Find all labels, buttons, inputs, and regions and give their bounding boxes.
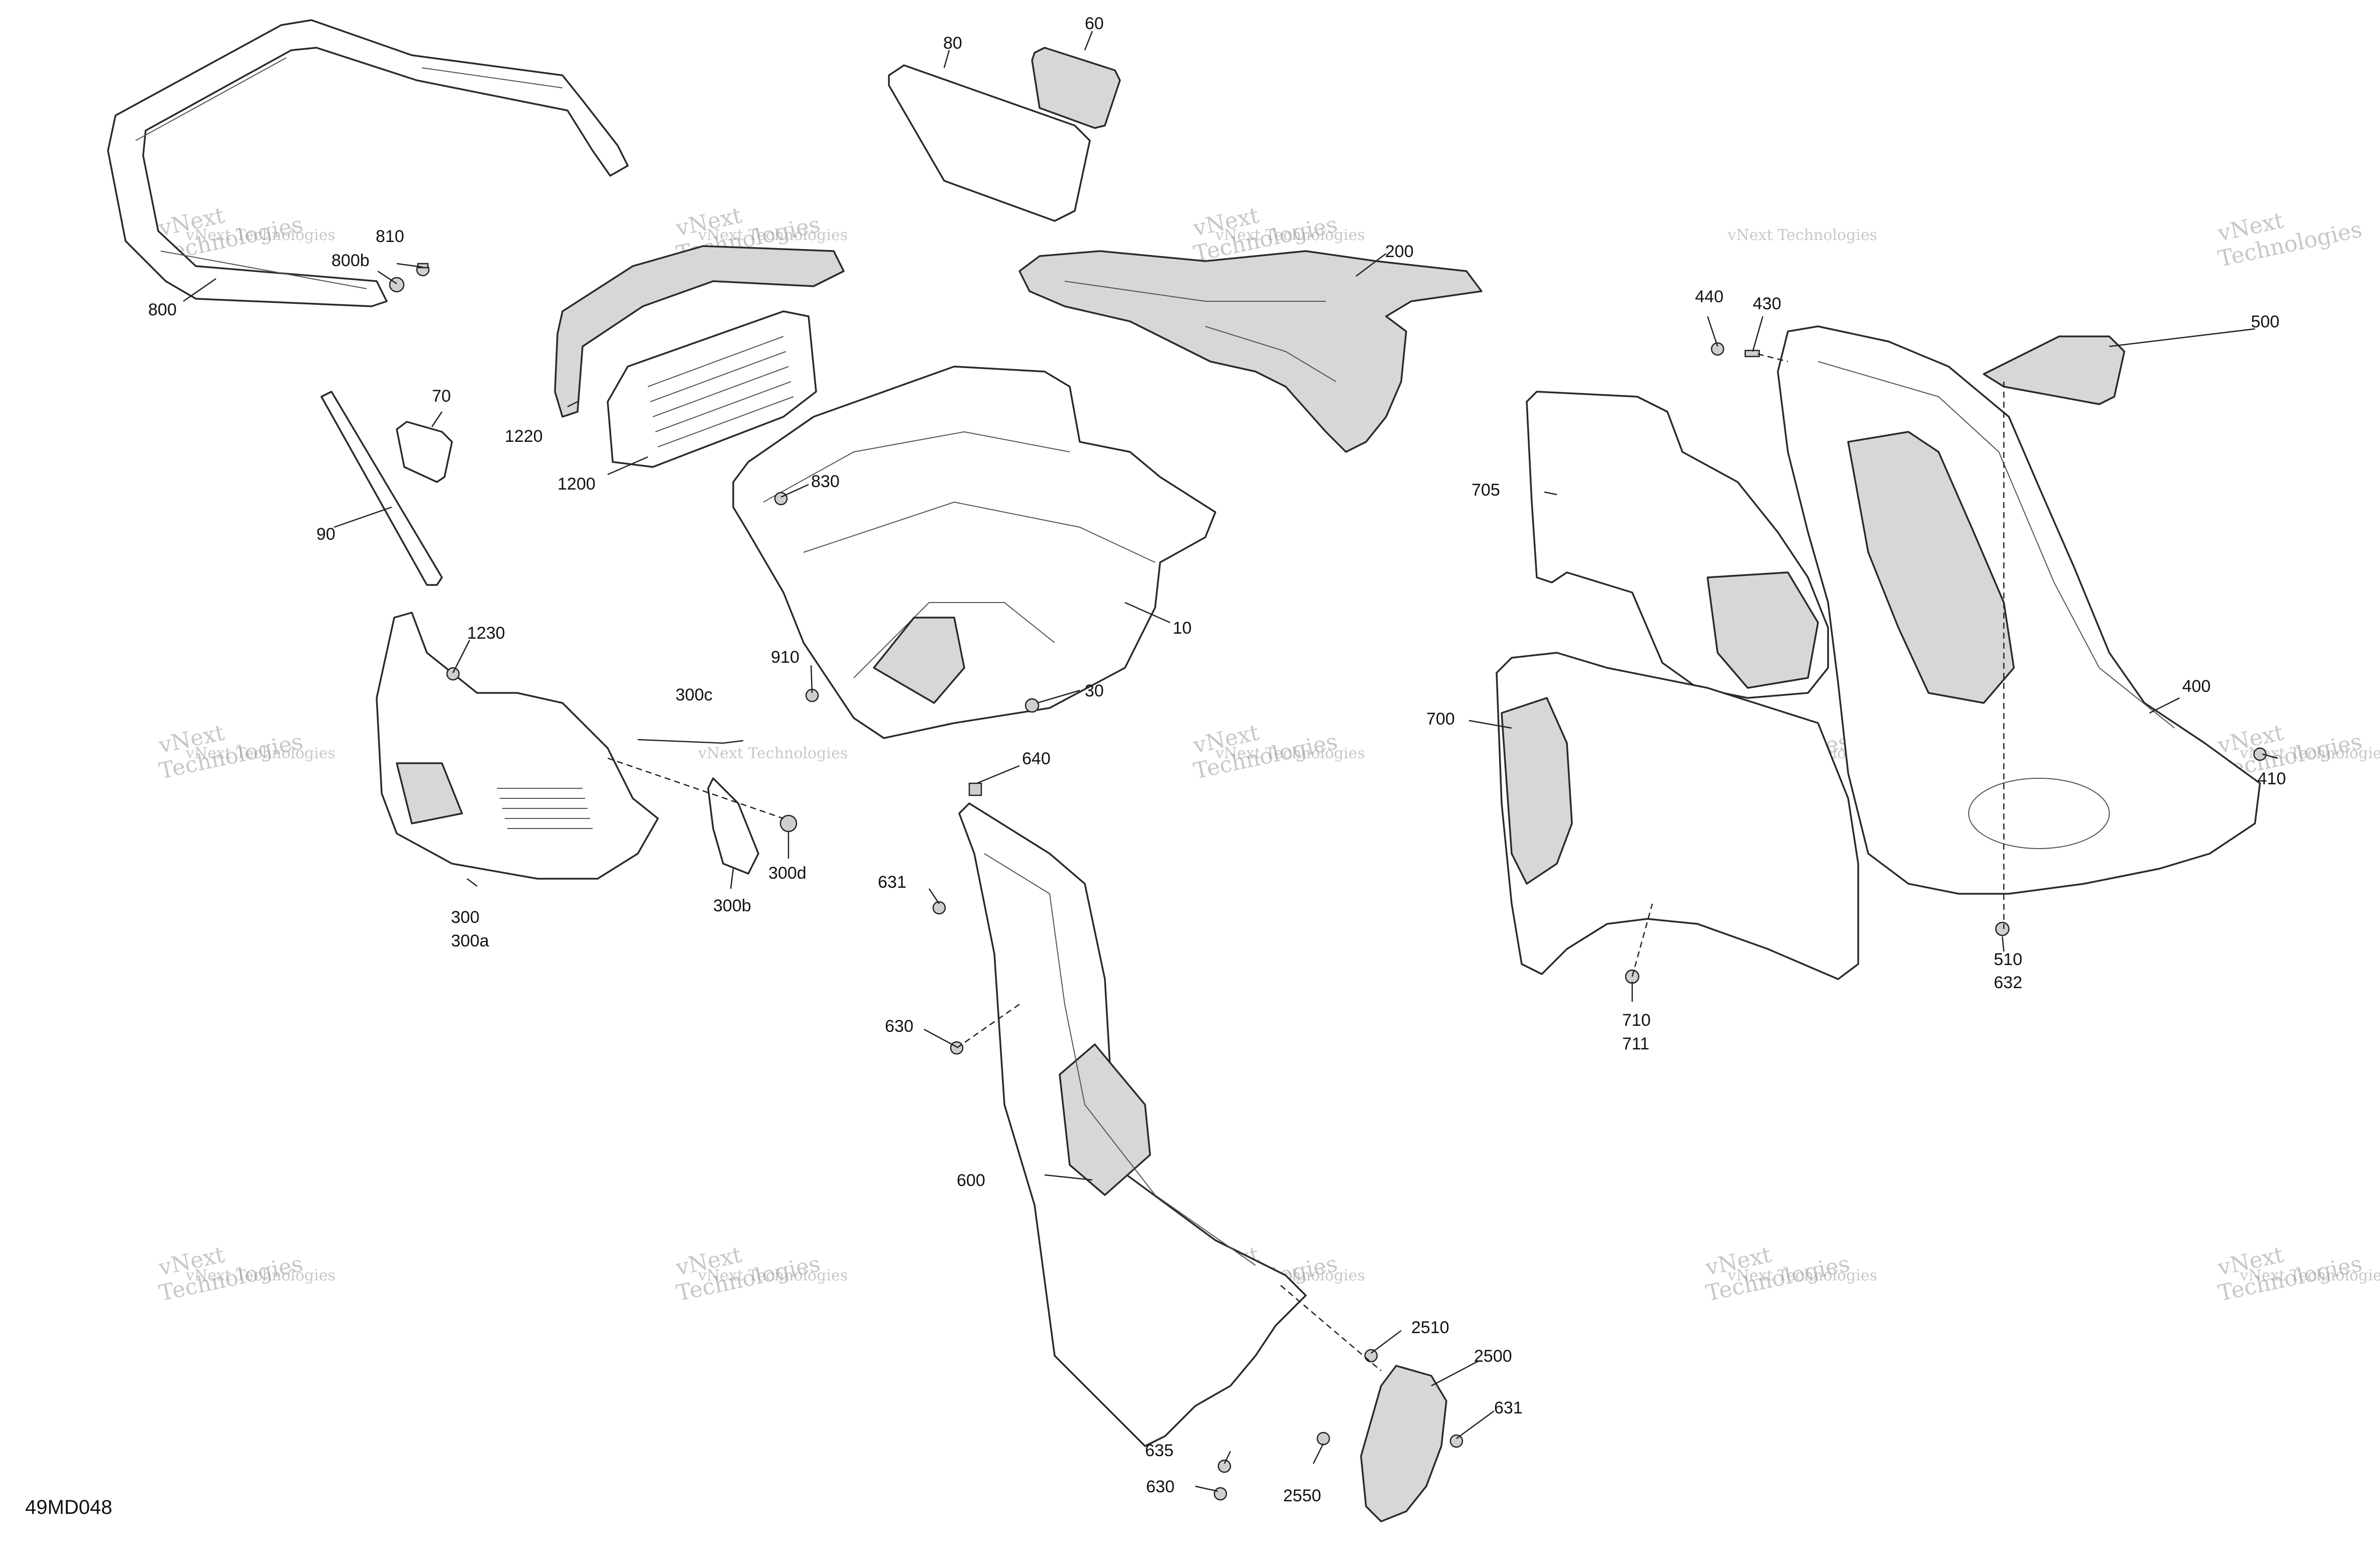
part-830-screw: [774, 492, 788, 506]
callout-1230: 1230: [467, 624, 505, 643]
part-2550-screw: [1316, 1432, 1330, 1446]
callout-30: 30: [1085, 681, 1104, 700]
callout-410: 410: [2257, 769, 2286, 788]
part-410-screw: [2253, 747, 2267, 761]
part-300b-bracket: [707, 777, 759, 875]
callout-631-left: 631: [878, 873, 906, 892]
callout-800: 800: [148, 300, 177, 319]
part-10-front-storage: [732, 366, 1216, 739]
diagram-reference: 49MD048: [25, 1496, 112, 1518]
part-631b-screw: [1449, 1434, 1463, 1448]
callout-70: 70: [432, 387, 451, 406]
part-510-screw: [1995, 921, 2010, 936]
callout-300b: 300b: [713, 896, 751, 915]
part-1220-front-cover: [554, 245, 845, 418]
part-60-pad: [1031, 47, 1121, 129]
callout-2550: 2550: [1283, 1486, 1321, 1505]
callout-1200: 1200: [557, 474, 596, 494]
part-1230-screw: [446, 667, 460, 681]
callout-640: 640: [1022, 749, 1051, 768]
watermark-text: vNext Technologies: [698, 745, 848, 762]
watermark-text: vNext Technologies: [698, 226, 848, 244]
callout-430: 430: [1753, 294, 1781, 313]
watermark-text: vNext Technologies: [1727, 1267, 1877, 1284]
callout-1220: 1220: [505, 427, 543, 446]
leader-lines: [183, 31, 2278, 1492]
part-705-inner-liner: [1526, 391, 1829, 699]
part-30-nut: [1025, 698, 1040, 713]
callout-631-right: 631: [1494, 1398, 1523, 1417]
callout-300d: 300d: [768, 864, 807, 883]
callout-830: 830: [811, 472, 840, 491]
callout-300a: 300a: [451, 931, 489, 951]
part-90-strip: [320, 391, 443, 586]
part-635-washer: [1217, 1459, 1231, 1473]
callout-90: 90: [316, 525, 335, 544]
part-2500-plate: [1360, 1365, 1447, 1522]
callout-705: 705: [1471, 481, 1500, 500]
callout-300: 300: [451, 908, 480, 927]
callout-700: 700: [1426, 709, 1455, 729]
watermark-text: vNext Technologies: [1215, 226, 1365, 244]
part-80-pad: [888, 64, 1091, 222]
part-200-handlebar-cover: [1018, 250, 1483, 453]
watermark-text: vNext Technologies: [698, 1267, 848, 1284]
callout-635: 635: [1145, 1441, 1174, 1460]
callout-632: 632: [1994, 973, 2022, 992]
watermark-text: vNext Technologies: [2239, 1267, 2380, 1284]
callout-440: 440: [1695, 287, 1724, 306]
callout-711: 711: [1622, 1034, 1649, 1053]
part-810-screw: [416, 263, 430, 277]
callout-300c: 300c: [675, 685, 713, 704]
part-500-decal: [1983, 335, 2125, 405]
part-631-screw: [932, 901, 946, 915]
part-440-screw: [1711, 342, 1725, 356]
callout-630-left: 630: [885, 1017, 914, 1036]
watermark-text: vNext Technologies: [1215, 745, 1365, 762]
callout-2510: 2510: [1411, 1318, 1449, 1337]
callout-810: 810: [376, 227, 404, 246]
watermark: vNext Technologies: [2215, 207, 2364, 272]
callout-labels: 800 810 800b 80 60 1220 1200 70 90 10 83…: [148, 14, 2286, 1505]
callout-710: 710: [1622, 1011, 1651, 1030]
callout-10: 10: [1173, 619, 1192, 638]
part-70-pad: [396, 421, 453, 483]
watermark-text: vNext Technologies: [185, 1267, 335, 1284]
part-1200-grille: [607, 310, 817, 468]
callout-510: 510: [1994, 950, 2022, 969]
part-700-fender: [1496, 652, 1859, 980]
callout-910: 910: [771, 648, 800, 667]
part-600-side-panel: [958, 802, 1307, 1447]
part-2510-nut: [1364, 1349, 1378, 1363]
watermark-text: vNext Technologies: [185, 745, 335, 762]
callout-200: 200: [1385, 242, 1414, 261]
part-400-side-panel: [1777, 325, 2261, 895]
callout-60: 60: [1085, 14, 1104, 33]
watermark-text: vNext Technologies: [1727, 226, 1877, 244]
callout-600: 600: [957, 1171, 985, 1190]
part-630b-screw: [1213, 1487, 1227, 1501]
part-300-front-fascia: [376, 612, 659, 880]
callout-80: 80: [943, 34, 962, 53]
part-430-clip: [1744, 349, 1760, 358]
callout-630-bottom: 630: [1146, 1477, 1175, 1496]
callout-500: 500: [2251, 312, 2280, 331]
callout-800b: 800b: [331, 251, 370, 270]
callout-2500: 2500: [1474, 1347, 1512, 1366]
callout-400: 400: [2182, 677, 2211, 696]
part-800-grab-bar: [107, 19, 629, 307]
watermark-text: vNext Technologies: [185, 226, 335, 244]
part-640-nut: [968, 782, 982, 796]
